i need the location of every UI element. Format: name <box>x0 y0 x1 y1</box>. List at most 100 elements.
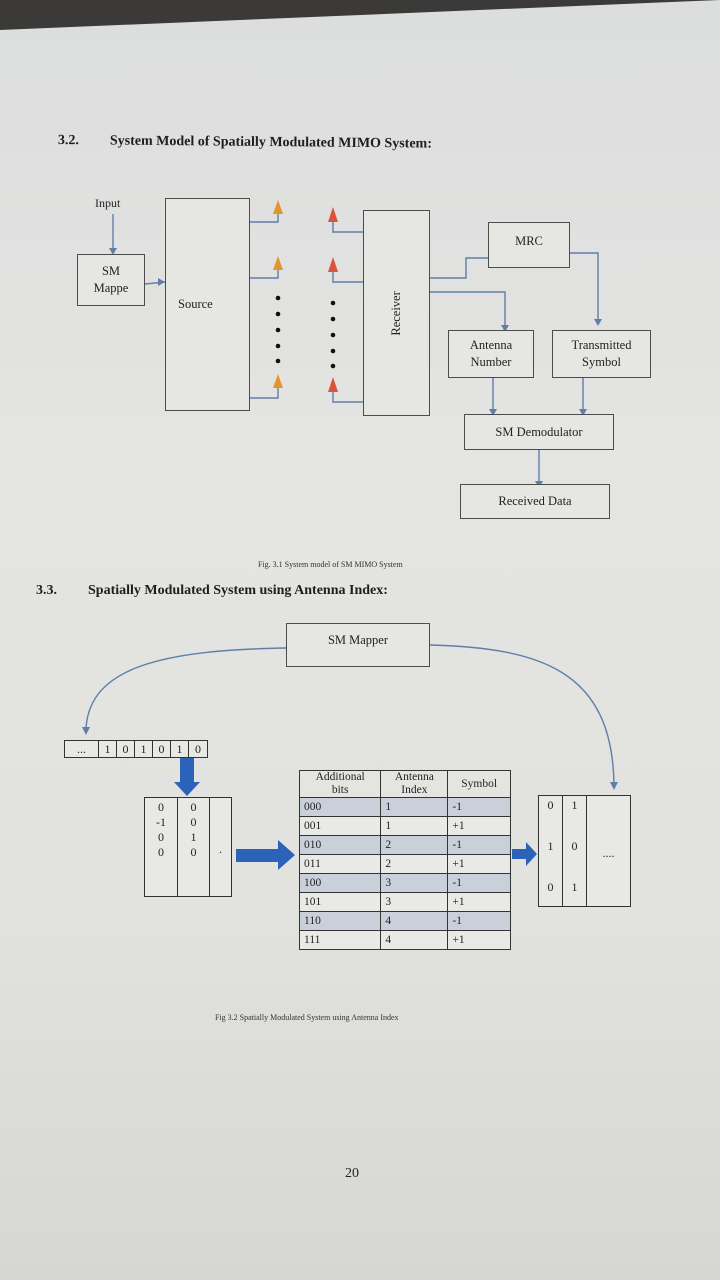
arrowhead <box>158 278 165 286</box>
table-cell: +1 <box>447 930 511 951</box>
table-cell: 100 <box>298 873 382 894</box>
receive-antennas <box>328 207 338 392</box>
rx-antenna-1 <box>328 207 338 222</box>
sm-demodulator-block: SM Demodulator <box>464 414 614 450</box>
section-number: 3.3. <box>36 583 57 598</box>
table-cell: -1 <box>447 835 511 856</box>
section-heading-3-3: 3.3. Spatially Modulated System using An… <box>36 583 388 599</box>
matrix-cell: 0 <box>158 845 164 859</box>
arrowhead <box>594 319 602 326</box>
arrowhead <box>610 782 618 790</box>
source-block: Source <box>165 198 250 411</box>
matrix-column: 0 1 0 <box>539 796 563 906</box>
matrix-cell: 0 <box>158 830 164 844</box>
matrix-cell: 0 <box>190 815 197 829</box>
right-block-arrow-1 <box>236 840 295 870</box>
arrowhead <box>501 325 509 332</box>
table-cell: 4 <box>380 930 449 951</box>
matrix-cell: 0 <box>547 798 554 812</box>
arrowhead <box>579 409 587 416</box>
matrix-cell: 0 <box>571 839 578 853</box>
table-cell: 3 <box>380 873 449 894</box>
matrix-cell: 1 <box>547 839 554 853</box>
table-cell: 011 <box>298 854 382 875</box>
bit-cell: 1 <box>99 741 117 757</box>
matrix-cell: 1 <box>190 830 197 844</box>
table-cell: +1 <box>447 816 511 837</box>
arrowhead <box>489 409 497 416</box>
table-cell: 111 <box>298 930 382 951</box>
table-cell: 010 <box>298 835 382 856</box>
down-block-arrow <box>174 758 200 796</box>
right-block-arrow-2 <box>512 842 537 866</box>
table-header-cell: Antenna Index <box>380 769 449 799</box>
arrowhead <box>109 248 117 255</box>
source-antenna-line-2 <box>250 270 279 279</box>
table-cell: 1 <box>380 797 449 818</box>
source-label: Source <box>178 297 213 312</box>
matrix-cell: 1 <box>571 798 578 812</box>
matrix-column: . <box>210 798 231 896</box>
matrix-cell: 0 <box>158 800 164 814</box>
right-matrix: 0 1 0 1 0 1.... <box>538 795 631 907</box>
rx-antenna-line-1 <box>332 222 363 233</box>
receiver-block: Receiver <box>363 210 430 416</box>
bit-cell: 0 <box>153 741 171 757</box>
antenna-number-block: Antenna Number <box>448 330 534 378</box>
table-cell: -1 <box>447 911 511 932</box>
transmit-antennas <box>273 200 283 388</box>
rx-antenna-2 <box>328 257 338 272</box>
receiver-to-mrc-line <box>430 257 490 279</box>
table-cell: 2 <box>380 835 449 856</box>
arrowhead <box>82 727 90 735</box>
figure-caption-3-1: Fig. 3.1 System model of SM MIMO System <box>258 560 403 569</box>
table-cell: +1 <box>447 854 511 875</box>
matrix-cell: 0 <box>547 880 554 894</box>
input-label: Input <box>95 196 121 210</box>
mrc-block: MRC <box>488 222 570 268</box>
page-number: 20 <box>345 1166 359 1181</box>
received-data-block: Received Data <box>460 484 610 519</box>
table-cell: 101 <box>298 892 382 913</box>
source-antenna-line-3 <box>250 388 279 399</box>
tx-antenna-3 <box>273 374 283 388</box>
table-cell: 4 <box>380 911 449 932</box>
sm-mapper-box: SM Mapper <box>286 623 430 667</box>
table-cell: 000 <box>298 797 382 818</box>
rx-antenna-line-3 <box>332 392 363 403</box>
matrix-cell: .... <box>602 846 615 860</box>
table-cell: -1 <box>447 797 511 818</box>
sm-mapper-block: SM Mappe <box>77 254 145 306</box>
section-title: Spatially Modulated System using Antenna… <box>88 583 388 598</box>
matrix-column: .... <box>587 796 630 906</box>
rx-antenna-line-2 <box>332 272 363 283</box>
fig1-connectors <box>109 200 602 488</box>
matrix-cell: 1 <box>571 880 578 894</box>
bit-cell: 0 <box>195 741 201 756</box>
table-cell: 001 <box>298 816 382 837</box>
table-cell: -1 <box>447 873 511 894</box>
receiver-to-antenna-number-line <box>430 291 506 328</box>
rx-antenna-3 <box>328 377 338 392</box>
table-cell: 1 <box>380 816 449 837</box>
matrix-cell: . <box>219 842 222 856</box>
matrix-cell: 0 <box>190 800 197 814</box>
source-antenna-line-1 <box>250 214 279 223</box>
table-cell: 2 <box>380 854 449 875</box>
table-cell: 3 <box>380 892 449 913</box>
table-cell: 110 <box>298 911 382 932</box>
